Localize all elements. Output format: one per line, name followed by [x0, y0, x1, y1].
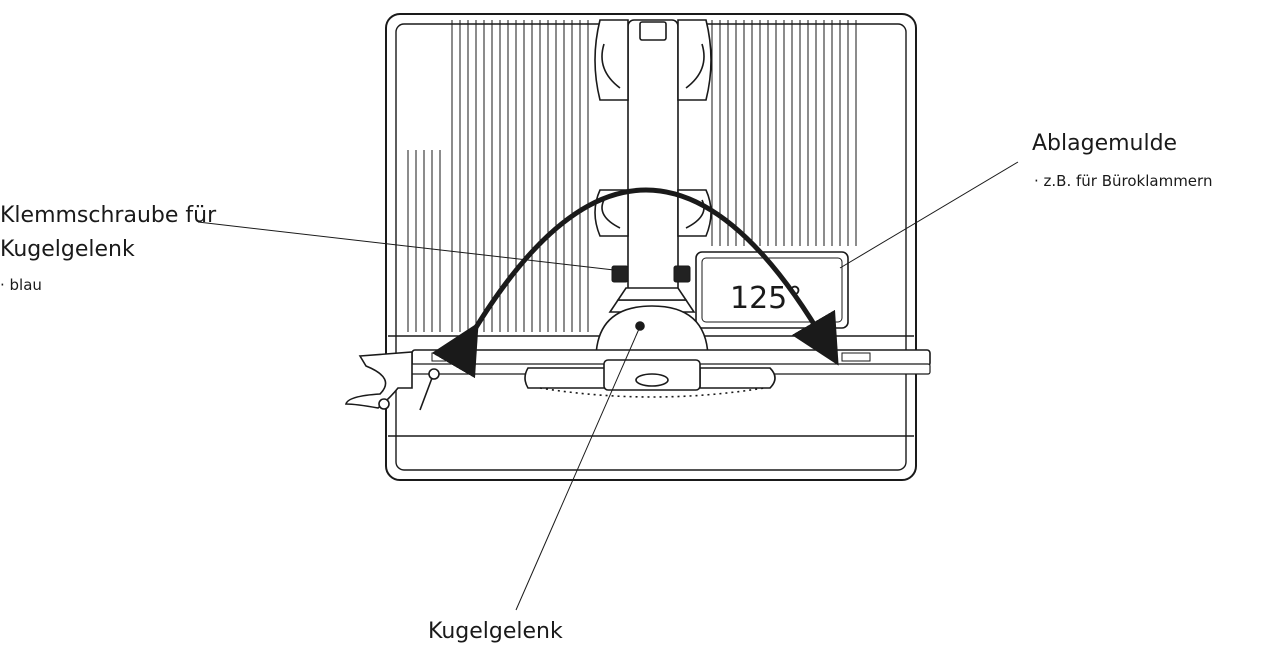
- rotation-arc: [431, 187, 839, 379]
- label-klemmschraube-sub: · blau: [0, 276, 42, 294]
- label-ablagemulde-sub: · z.B. für Büroklammern: [1034, 172, 1212, 190]
- angle-label: 125°: [730, 281, 802, 316]
- ball-joint: [595, 287, 709, 357]
- label-klemmschraube-line1: Klemmschraube für: [0, 203, 217, 228]
- label-klemmschraube-line2: Kugelgelenk: [0, 237, 135, 262]
- label-ablagemulde: Ablagemulde: [1032, 131, 1177, 156]
- leader-lines: [197, 161, 1019, 611]
- label-kugelgelenk: Kugelgelenk: [428, 619, 563, 644]
- clamp-screws: [611, 265, 691, 283]
- storage-tray: [695, 251, 849, 329]
- base-plate: [403, 349, 931, 398]
- swivel-arm: [594, 19, 712, 321]
